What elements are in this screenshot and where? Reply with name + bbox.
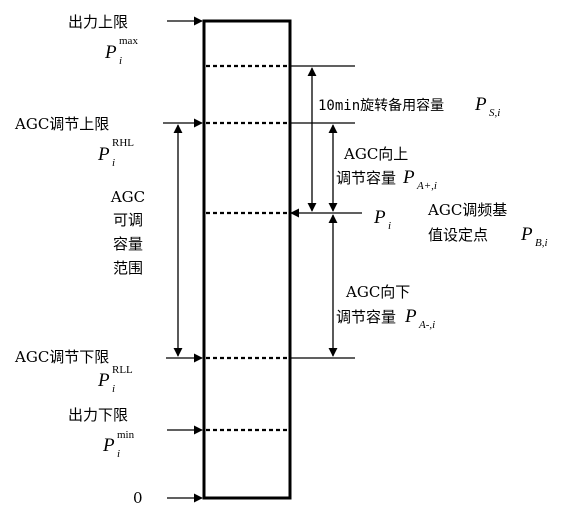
svg-text:调节容量: 调节容量: [336, 169, 396, 187]
svg-text:可调: 可调: [113, 211, 143, 229]
label-down: AGC向下 调节容量 P A-,i: [336, 283, 435, 331]
svg-text:max: max: [119, 35, 138, 47]
svg-text:AGC向下: AGC向下: [345, 283, 410, 301]
symbol-rhl: P i RHL: [97, 137, 134, 169]
svg-text:AGC: AGC: [110, 188, 145, 206]
label-pmax: 出力上限: [68, 13, 128, 31]
symbol-pmin: P i min: [102, 429, 135, 460]
symbol-pmax: P i max: [104, 35, 138, 67]
svg-text:P: P: [474, 94, 487, 115]
svg-text:P: P: [97, 370, 110, 391]
svg-text:min: min: [117, 429, 135, 441]
symbol-rll: P i RLL: [97, 364, 133, 395]
svg-text:i: i: [119, 55, 122, 67]
svg-text:范围: 范围: [113, 259, 143, 277]
label-up: AGC向上 调节容量 P A+,i: [336, 145, 437, 192]
svg-text:RLL: RLL: [112, 364, 133, 376]
label-spinning: 10min旋转备用容量 P S,i: [318, 94, 500, 119]
label-rll: AGC调节下限: [14, 348, 109, 366]
svg-text:P: P: [520, 224, 533, 245]
svg-text:B,i: B,i: [535, 237, 548, 249]
svg-text:P: P: [97, 144, 110, 165]
label-rhl: AGC调节上限: [14, 115, 109, 133]
svg-text:RHL: RHL: [112, 137, 134, 149]
svg-text:P: P: [402, 167, 415, 188]
svg-text:S,i: S,i: [489, 107, 500, 119]
svg-text:i: i: [112, 383, 115, 395]
svg-text:调节容量: 调节容量: [336, 308, 396, 326]
svg-text:AGC调频基: AGC调频基: [427, 201, 507, 219]
unit-output-bar: [202, 19, 292, 500]
label-base: AGC调频基 值设定点 P B,i: [427, 201, 548, 249]
svg-text:10min旋转备用容量: 10min旋转备用容量: [318, 97, 444, 114]
svg-text:P: P: [404, 306, 417, 327]
svg-text:A+,i: A+,i: [416, 180, 437, 192]
svg-text:i: i: [112, 157, 115, 169]
label-zero: 0: [133, 489, 143, 507]
svg-text:P: P: [102, 435, 115, 456]
svg-text:i: i: [117, 448, 120, 460]
svg-text:AGC向上: AGC向上: [343, 145, 408, 163]
label-range: AGC 可调 容量 范围: [110, 188, 145, 277]
svg-text:A-,i: A-,i: [418, 319, 435, 331]
svg-text:i: i: [388, 220, 391, 232]
label-pi: P i: [373, 207, 391, 232]
svg-text:P: P: [373, 207, 386, 228]
svg-text:值设定点: 值设定点: [428, 226, 488, 244]
label-pmin: 出力下限: [68, 406, 128, 424]
svg-text:P: P: [104, 42, 117, 63]
svg-text:容量: 容量: [113, 235, 143, 253]
